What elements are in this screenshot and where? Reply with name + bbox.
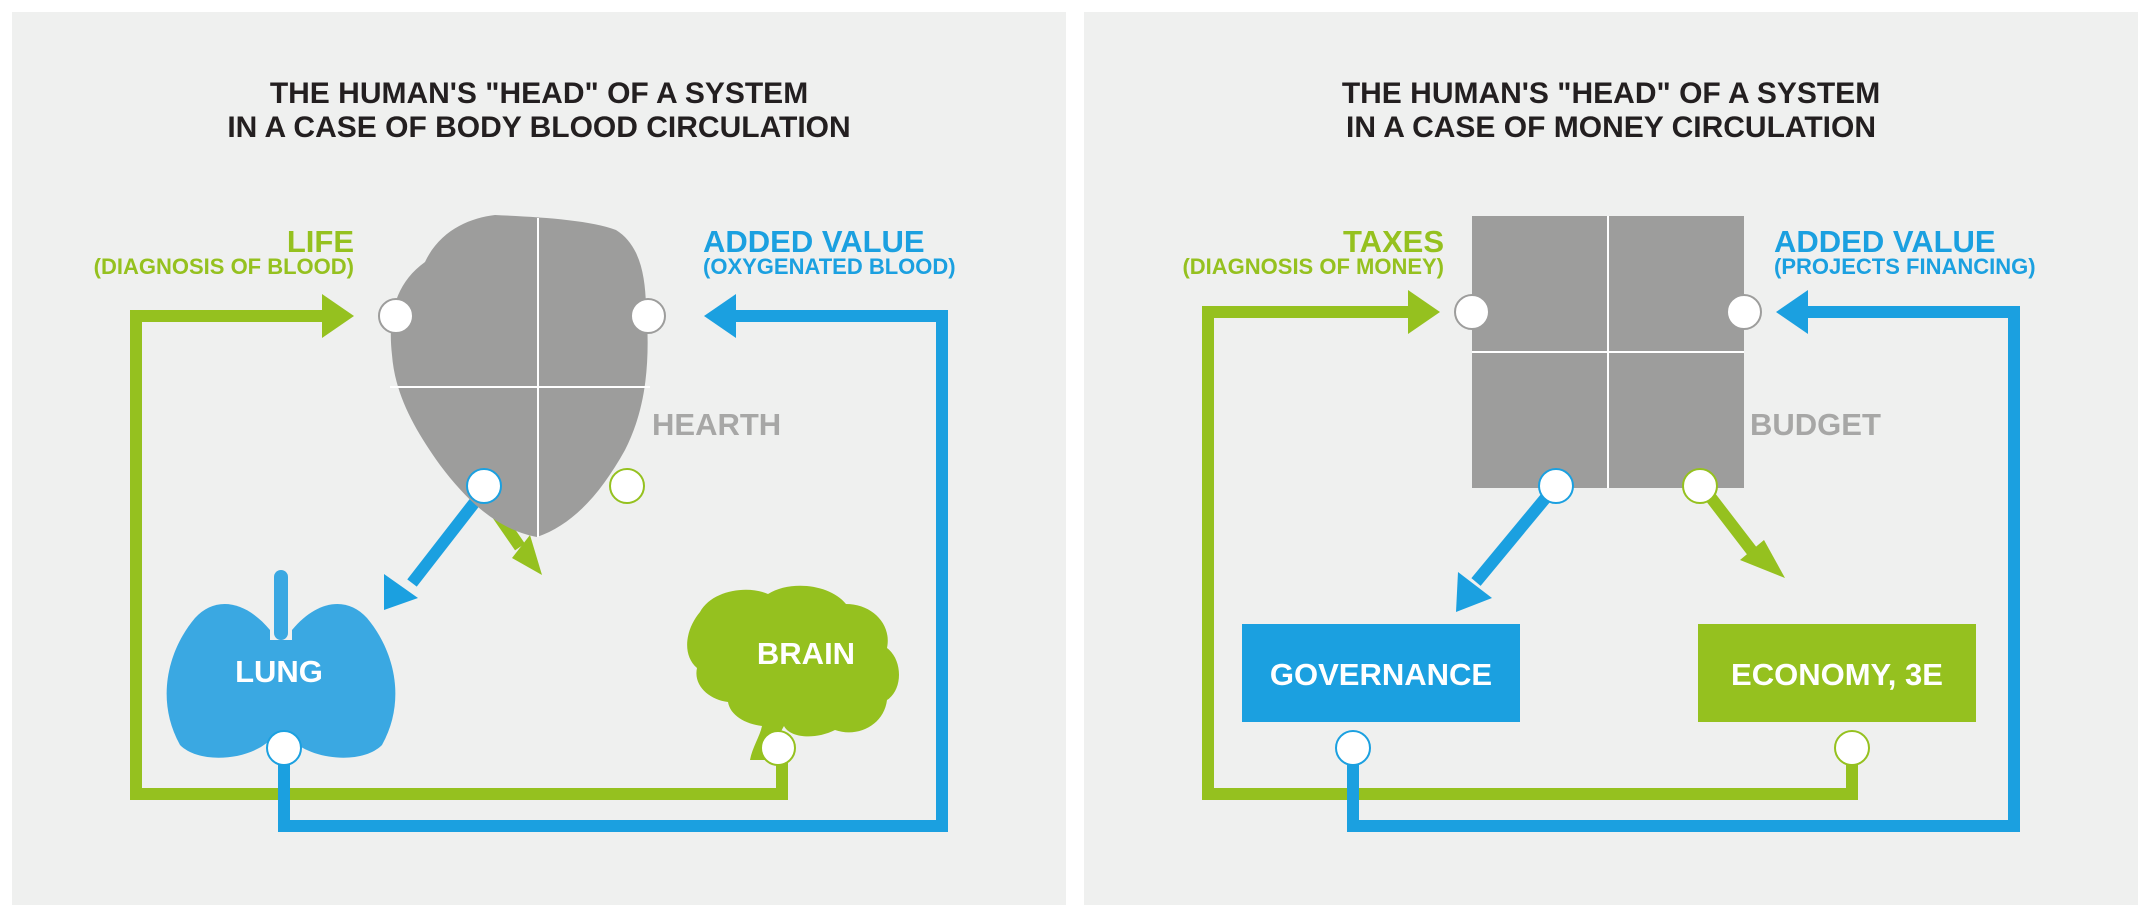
right-node-to-governance <box>1538 468 1574 504</box>
right-input-sublabel: (DIAGNOSIS OF MONEY) <box>1182 254 1444 279</box>
left-node-brain-out <box>760 730 796 766</box>
left-node-to-brain <box>609 468 645 504</box>
left-title-line2: IN A CASE OF BODY BLOOD CIRCULATION <box>227 111 850 144</box>
left-blue-loop <box>278 310 948 832</box>
economy-box: ECONOMY, 3E <box>1698 624 1976 722</box>
right-green-arrowhead-input <box>1408 290 1440 334</box>
right-input-label: TAXES <box>1343 224 1444 259</box>
left-input-label: LIFE <box>287 224 354 259</box>
right-blue-loop <box>1347 306 2020 832</box>
right-node-right-label: ECONOMY, 3E <box>1731 657 1943 692</box>
left-center-label: HEARTH <box>652 407 781 442</box>
right-node-economy-out <box>1834 730 1870 766</box>
left-output-label: ADDED VALUE <box>703 224 925 259</box>
left-node-to-lung <box>466 468 502 504</box>
right-panel: THE HUMAN'S "HEAD" OF A SYSTEM IN A CASE… <box>1084 12 2138 905</box>
budget-block <box>1472 216 1744 488</box>
right-blue-arrowhead-output <box>1776 290 1808 334</box>
left-node-output <box>630 298 666 334</box>
lung-icon <box>166 570 396 758</box>
left-blue-arrowhead-output <box>704 294 736 338</box>
right-blue-arrowhead-governance <box>1456 572 1492 612</box>
governance-box: GOVERNANCE <box>1242 624 1520 722</box>
left-connection-nodes <box>266 298 796 766</box>
right-node-to-economy <box>1682 468 1718 504</box>
right-green-arrowhead-economy <box>1740 540 1785 578</box>
heart-icon <box>390 215 650 537</box>
right-center-label: BUDGET <box>1750 407 1881 442</box>
left-title-line1: THE HUMAN'S "HEAD" OF A SYSTEM <box>270 77 808 110</box>
right-node-input <box>1454 294 1490 330</box>
right-title-line1: THE HUMAN'S "HEAD" OF A SYSTEM <box>1342 77 1880 110</box>
left-node-right-label: BRAIN <box>757 636 855 671</box>
brain-icon <box>687 585 899 760</box>
right-node-output <box>1726 294 1762 330</box>
right-connection-nodes <box>1335 294 1870 766</box>
left-green-arrowhead-brain <box>512 535 542 575</box>
right-output-label: ADDED VALUE <box>1774 224 1996 259</box>
left-blue-arrowhead-lung <box>384 574 418 610</box>
right-node-left-label: GOVERNANCE <box>1270 657 1492 692</box>
left-input-sublabel: (DIAGNOSIS OF BLOOD) <box>94 254 354 279</box>
right-title-line2: IN A CASE OF MONEY CIRCULATION <box>1346 111 1876 144</box>
left-output-sublabel: (OXYGENATED BLOOD) <box>703 254 956 279</box>
left-panel: THE HUMAN'S "HEAD" OF A SYSTEM IN A CASE… <box>12 12 1066 905</box>
left-node-left-label: LUNG <box>235 654 323 689</box>
left-green-arrowhead-input <box>322 294 354 338</box>
heart-shape <box>390 215 648 537</box>
right-node-governance-out <box>1335 730 1371 766</box>
left-node-input <box>378 298 414 334</box>
left-node-lung-out <box>266 730 302 766</box>
right-output-sublabel: (PROJECTS FINANCING) <box>1774 254 2036 279</box>
